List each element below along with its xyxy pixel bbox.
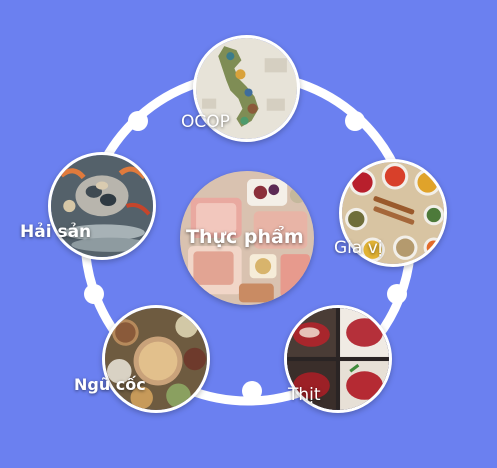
category-thit-label[interactable]: Thịt xyxy=(288,385,321,405)
category-gia-vi-label[interactable]: Gia vị xyxy=(334,238,383,258)
ring-dot xyxy=(242,381,262,401)
category-ocop-image[interactable] xyxy=(193,35,300,142)
ring-dot xyxy=(345,111,365,131)
center-label: Thực phẩm xyxy=(186,226,304,248)
category-gia-vi-image[interactable] xyxy=(339,159,447,267)
category-hai-san-image[interactable] xyxy=(48,152,156,260)
ring-dot xyxy=(387,284,407,304)
category-ngu-coc-image[interactable] xyxy=(102,305,210,413)
category-ocop-label[interactable]: OCOP xyxy=(181,112,230,132)
ring-dot xyxy=(84,284,104,304)
category-ngu-coc-label[interactable]: Ngũ cốc xyxy=(74,375,146,394)
category-hai-san-label[interactable]: Hải sản xyxy=(20,222,92,242)
center-food-image[interactable] xyxy=(180,171,314,305)
ring-dot xyxy=(128,111,148,131)
